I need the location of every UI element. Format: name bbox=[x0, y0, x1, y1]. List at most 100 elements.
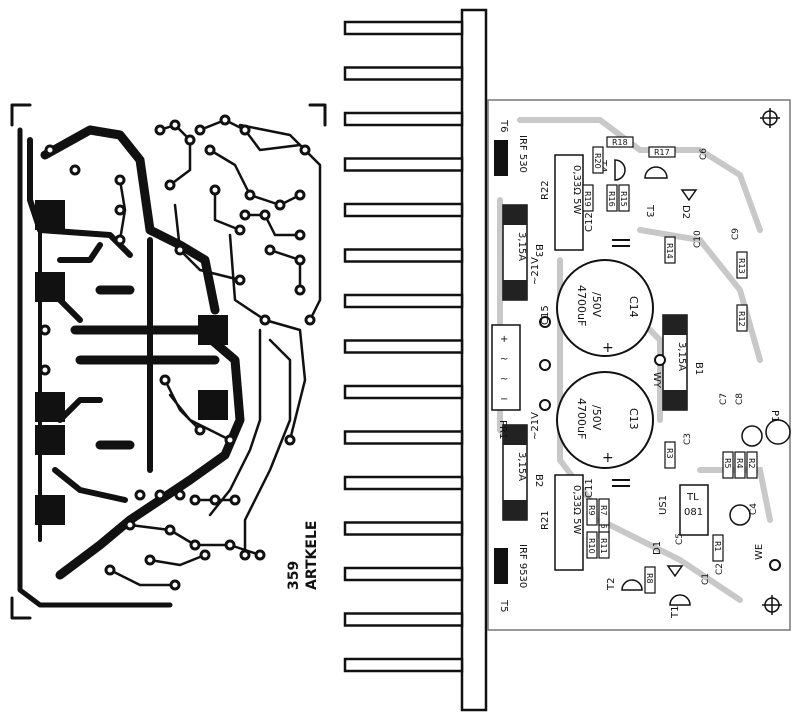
b1-label: B1 bbox=[693, 362, 704, 375]
us1-label: US1 bbox=[658, 495, 669, 515]
p1-label: P1 bbox=[769, 410, 780, 422]
t2-label: T2 bbox=[606, 578, 617, 591]
resistor-r12: R12 bbox=[736, 304, 748, 332]
resistor-r8: R8 bbox=[644, 566, 656, 594]
diode-d2: D2 bbox=[680, 189, 698, 219]
capacitor-c8-label: C8 bbox=[735, 393, 745, 405]
mounting-holes bbox=[760, 108, 782, 615]
resistor-r1: R1 bbox=[712, 534, 724, 562]
resistor-label: R16 bbox=[607, 191, 616, 207]
fuse-b2: 3,15A B2 bbox=[502, 424, 544, 521]
t1-label: T1 bbox=[670, 606, 681, 619]
heatsink-fin bbox=[343, 430, 464, 445]
resistor-r20: R20 bbox=[592, 146, 604, 174]
c14-voltage: /50V bbox=[590, 292, 603, 318]
c13-voltage: /50V bbox=[590, 405, 603, 431]
heatsink-fin bbox=[343, 293, 464, 309]
resistor-r16: R16 bbox=[606, 184, 618, 212]
capacitor-c3-label: C3 bbox=[683, 433, 693, 445]
resistor-r9: R9 bbox=[586, 498, 598, 526]
heatsink-fin bbox=[343, 248, 464, 263]
irf530-label: IRF 530 bbox=[517, 135, 528, 173]
us1-type-2: 081 bbox=[684, 507, 703, 518]
heatsink-fin bbox=[343, 202, 464, 218]
pr1-minus: − bbox=[500, 394, 508, 405]
resistor-r19: R19 bbox=[582, 184, 594, 212]
pcb-power-pads bbox=[35, 200, 228, 525]
t5-label: T5 bbox=[498, 599, 509, 612]
pcb-round-pads bbox=[39, 114, 316, 591]
heatsink-fin bbox=[343, 157, 464, 172]
c11-label: C11 bbox=[584, 478, 595, 498]
t3-label: T3 bbox=[644, 204, 655, 217]
heatsink-fin bbox=[343, 657, 464, 673]
resistor-label: R17 bbox=[654, 148, 670, 157]
transistor-t2: T2 bbox=[606, 578, 643, 591]
resistor-label: R18 bbox=[612, 138, 628, 147]
capacitor-c7-label: C7 bbox=[719, 393, 729, 405]
resistor-label: R1 bbox=[713, 541, 722, 552]
capacitor-c4-body bbox=[729, 504, 751, 526]
c12-label: C12 bbox=[584, 212, 595, 232]
terminal-input: WE bbox=[754, 544, 781, 571]
resistor-label: R13 bbox=[737, 258, 746, 274]
resistor-label: R3 bbox=[665, 448, 674, 459]
supply-minus-label: ~21V bbox=[530, 412, 541, 440]
diode-d1: D1 bbox=[652, 541, 684, 578]
heatsink bbox=[343, 8, 488, 712]
resistor-label: R2 bbox=[747, 458, 756, 469]
c13-plus-sign: + bbox=[602, 450, 614, 466]
resistor-label: R12 bbox=[737, 311, 746, 327]
resistor-r13: R13 bbox=[736, 251, 748, 279]
resistor-r17: R17 bbox=[648, 146, 676, 158]
capacitor-c13: 4700uF /50V C13 + bbox=[556, 371, 654, 469]
t6-label: T6 bbox=[498, 119, 509, 132]
pcb-number: 359 bbox=[286, 561, 302, 590]
resistor-r22: 0,33Ω 5W R22 bbox=[540, 154, 584, 251]
resistor-label: R7 bbox=[599, 505, 608, 516]
resistor-r11: R11 bbox=[598, 531, 610, 559]
resistor-r2: R2 bbox=[746, 451, 758, 479]
capacitor-c9-label: C9 bbox=[731, 228, 741, 240]
fuse-b3: 3,15A B3 bbox=[502, 204, 544, 301]
mosfet-t5: T5 IRF 9530 bbox=[494, 544, 528, 612]
resistor-r18: R18 bbox=[606, 136, 634, 148]
pr1-label: PR1 bbox=[497, 420, 508, 439]
b3-label: B3 bbox=[533, 244, 544, 257]
pcb-label: 359 ARTKELE bbox=[286, 521, 320, 590]
bridge-pr1: + ~ ~ − PR1 bbox=[491, 324, 521, 439]
pr1-ac1: ~ bbox=[500, 354, 508, 365]
c14-value: 4700uF bbox=[575, 285, 588, 326]
resistor-r7: R7 bbox=[598, 498, 610, 526]
r22-label: R22 bbox=[540, 180, 551, 200]
capacitor-c1-label: C1 bbox=[701, 573, 711, 585]
capacitor-c7-body bbox=[741, 425, 763, 447]
resistor-label: R19 bbox=[583, 191, 592, 207]
resistor-r5: R5 bbox=[722, 451, 734, 479]
wy-label: WY bbox=[651, 372, 662, 389]
irf9530-label: IRF 9530 bbox=[517, 544, 528, 588]
capacitor-c6-label: C6 bbox=[699, 148, 709, 160]
pcb-name: ARTKELE bbox=[304, 521, 320, 590]
heatsink-fin bbox=[343, 384, 464, 400]
resistor-r21: 0,33Ω 5W R21 bbox=[540, 474, 584, 571]
resistor-label: R11 bbox=[599, 538, 608, 554]
c13-label: C13 bbox=[627, 408, 640, 430]
heatsink-fin bbox=[343, 339, 464, 354]
heatsink-fin bbox=[343, 612, 464, 627]
capacitor-c11: C11 bbox=[584, 478, 630, 498]
we-label: WE bbox=[754, 544, 765, 560]
r22-value: 0,33Ω 5W bbox=[571, 165, 582, 214]
heatsink-fin bbox=[343, 521, 464, 536]
b2-label: B2 bbox=[533, 474, 544, 487]
b3-value: 3,15A bbox=[516, 232, 527, 261]
pr1-ac2: ~ bbox=[500, 374, 508, 385]
c13-value: 4700uF bbox=[575, 398, 588, 439]
capacitor-c14: 4700uF /50V C14 + bbox=[556, 259, 654, 357]
ic-us1: TL 081 US1 bbox=[658, 484, 709, 536]
capacitor-c12: C12 bbox=[584, 212, 630, 247]
resistor-r3: R3 bbox=[664, 441, 676, 469]
capacitor-c5-label: C5 bbox=[675, 533, 685, 545]
resistor-label: R20 bbox=[593, 153, 602, 169]
